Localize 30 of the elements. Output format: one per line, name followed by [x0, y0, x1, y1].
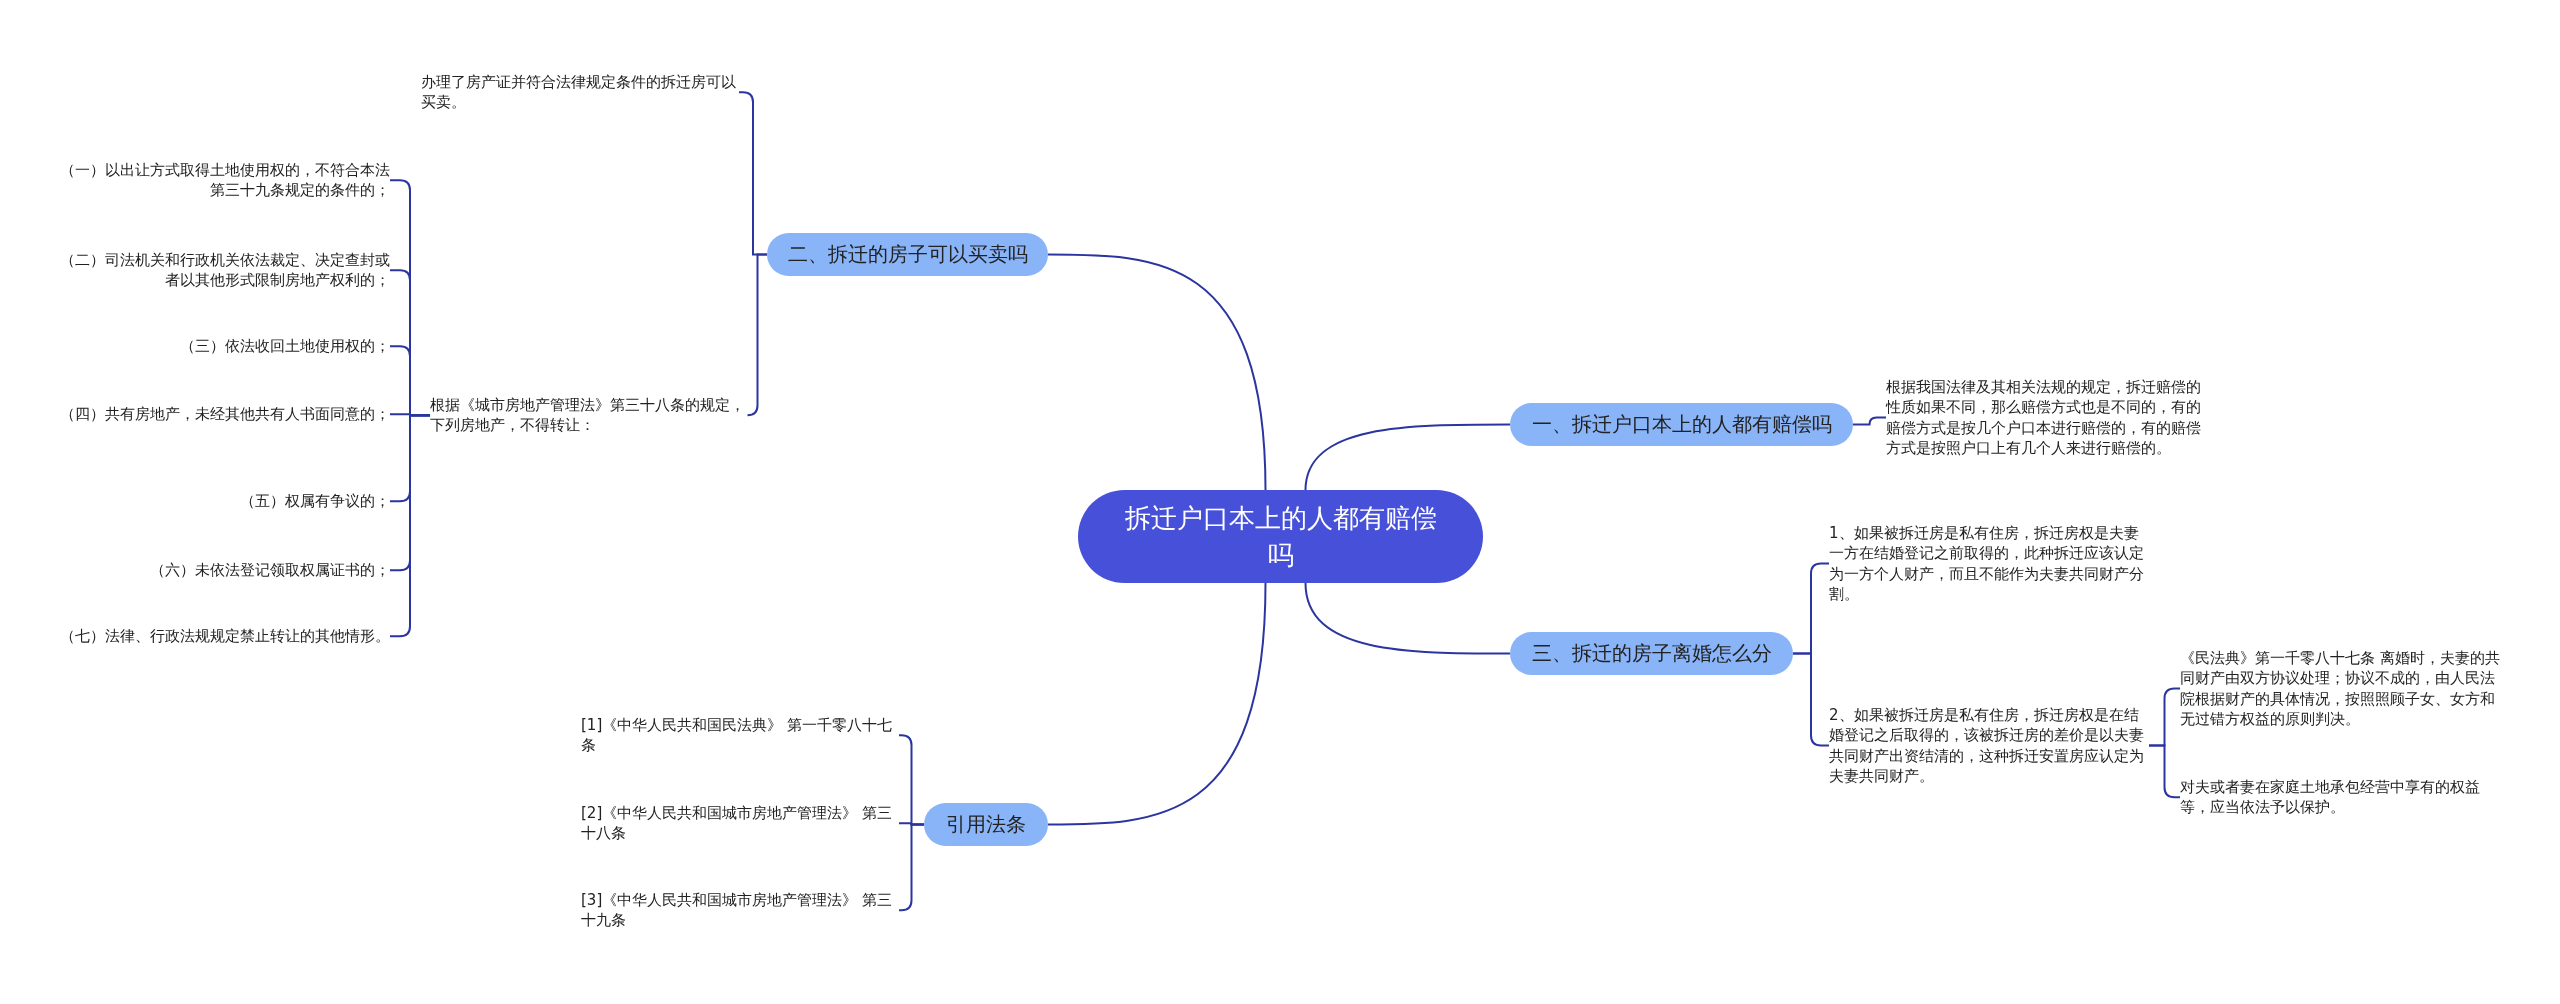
connector-line — [1852, 416, 1887, 426]
note-text: [3]《中华人民共和国城市房地产管理法》 第三十九条 — [581, 890, 899, 931]
note-text: （三）依法收回土地使用权的； — [50, 336, 390, 357]
note-text: [1]《中华人民共和国民法典》 第一千零八十七条 — [581, 715, 899, 756]
topic-pill: 二、拆迁的房子可以买卖吗 — [767, 233, 1048, 276]
note-text: 2、如果被拆迁房是私有住房，拆迁房权是在结婚登记之后取得的，该被拆迁房的差价是以夫妻共同财产出资结清的，这种拆迁安置房应认定为夫妻共同财产。 — [1829, 705, 2149, 786]
connector-line — [898, 823, 925, 912]
note-text: （一）以出让方式取得土地使用权的，不符合本法第三十九条规定的条件的； — [50, 160, 390, 201]
connector-line — [1047, 253, 1267, 491]
note-text: [2]《中华人民共和国城市房地产管理法》 第三十八条 — [581, 803, 899, 844]
note-text: 根据《城市房地产管理法》第三十八条的规定，下列房地产，不得转让： — [430, 395, 748, 436]
note-text: 对夫或者妻在家庭土地承包经营中享有的权益等，应当依法予以保护。 — [2180, 777, 2500, 818]
note-text: 1、如果被拆迁房是私有住房，拆迁房权是夫妻一方在结婚登记之前取得的，此种拆迁应该认定为一方个人财产，而且不能作为夫妻共同财产分割。 — [1829, 523, 2149, 604]
connector-line — [1047, 582, 1267, 826]
connector-line — [1304, 423, 1511, 491]
note-text: （六）未依法登记领取权属证书的； — [50, 560, 390, 581]
connector-line — [2148, 744, 2181, 799]
connector-line — [1304, 582, 1511, 655]
topic-pill: 一、拆迁户口本上的人都有赔偿吗 — [1510, 403, 1853, 446]
note-text: 《民法典》第一千零八十七条 离婚时，夫妻的共同财产由双方协议处理；协议不成的，由人民法院根据财产的具体情况，按照照顾子女、女方和无过错方权益的原则判决。 — [2180, 648, 2500, 729]
note-text: 根据我国法律及其相关法规的规定，拆迁赔偿的性质如果不同，那么赔偿方式也是不同的，有的赔偿方式是按几个户口本进行赔偿的，有的赔偿方式是按照户口上有几个人来进行赔偿的。 — [1886, 377, 2206, 458]
note-text: （二）司法机关和行政机关依法裁定、决定查封或者以其他形式限制房地产权利的； — [50, 250, 390, 291]
note-text: （七）法律、行政法规规定禁止转让的其他情形。 — [50, 626, 390, 647]
note-text: （四）共有房地产，未经其他共有人书面同意的； — [50, 404, 390, 425]
connector-line — [746, 253, 768, 417]
central-topic: 拆迁户口本上的人都有赔偿吗 — [1078, 490, 1483, 583]
topic-pill: 引用法条 — [924, 803, 1048, 846]
topic-pill: 三、拆迁的房子离婚怎么分 — [1510, 632, 1793, 675]
note-text: 办理了房产证并符合法律规定条件的拆迁房可以买卖。 — [421, 72, 739, 113]
note-text: （五）权属有争议的； — [50, 491, 390, 512]
